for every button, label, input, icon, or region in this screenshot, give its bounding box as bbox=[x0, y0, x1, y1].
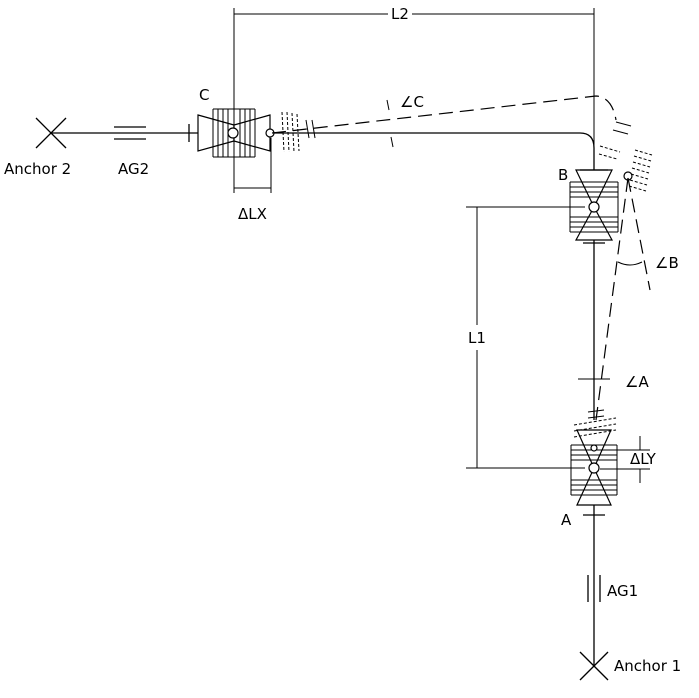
label-angle-a: ∠A bbox=[625, 373, 649, 391]
label-l2: L2 bbox=[391, 5, 409, 23]
angle-arc-b bbox=[617, 261, 643, 266]
expansion-joint-b bbox=[569, 121, 653, 241]
label-node-a: A bbox=[561, 511, 572, 529]
label-node-c: C bbox=[199, 86, 209, 104]
label-angle-c: ∠C bbox=[400, 93, 424, 111]
guide-ag1-symbol bbox=[587, 575, 601, 602]
deflected-line-b bbox=[627, 177, 651, 291]
label-ag2: AG2 bbox=[118, 160, 149, 178]
label-ag1: AG1 bbox=[607, 582, 638, 600]
angle-arc-c bbox=[386, 99, 394, 148]
guide-ag2-symbol bbox=[114, 126, 146, 140]
label-angle-b: ∠B bbox=[655, 254, 679, 272]
label-node-b: B bbox=[558, 166, 568, 184]
label-delta-ly: ΔLY bbox=[630, 450, 657, 468]
pipe-c-b bbox=[272, 132, 595, 170]
dimension-dlx bbox=[234, 138, 272, 193]
expansion-joint-a bbox=[570, 409, 618, 506]
dimension-l2 bbox=[233, 8, 595, 193]
label-anchor-1: Anchor 1 bbox=[614, 657, 681, 675]
deflected-line-c bbox=[271, 95, 617, 134]
label-delta-lx: ΔLX bbox=[238, 205, 267, 223]
expansion-joint-c bbox=[197, 108, 316, 158]
deflected-line-ba bbox=[595, 177, 629, 421]
label-l1: L1 bbox=[468, 329, 486, 347]
dimension-l1 bbox=[466, 206, 585, 469]
label-anchor-2: Anchor 2 bbox=[4, 160, 71, 178]
